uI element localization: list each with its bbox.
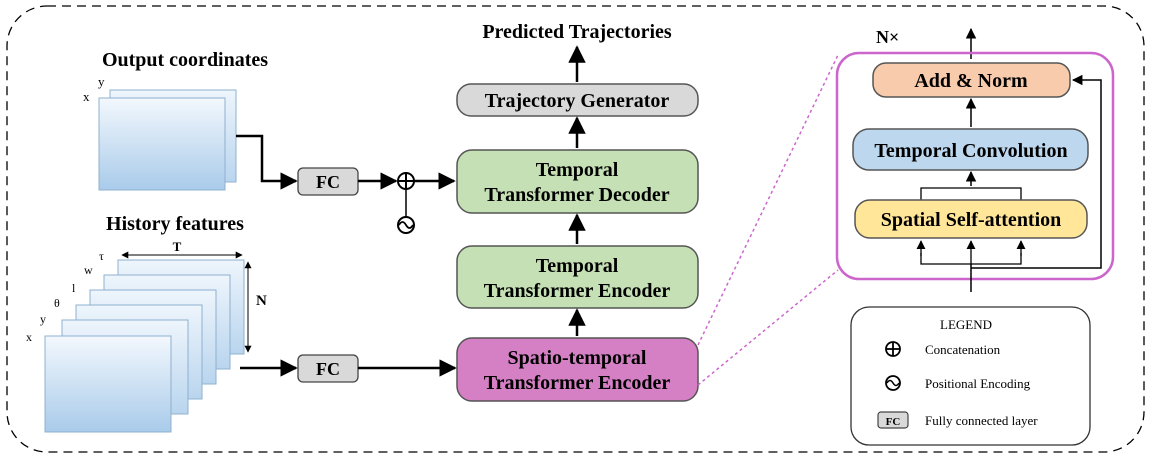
history-axis-y: y bbox=[40, 312, 46, 326]
fc-box-bottom-label: FC bbox=[316, 359, 340, 379]
zoom-line-bottom bbox=[697, 269, 839, 386]
temporal-convolution-block bbox=[852, 128, 1089, 171]
output-coordinates-title: Output coordinates bbox=[102, 49, 268, 71]
legend-box bbox=[850, 306, 1091, 446]
temporal-decoder-line2: Transformer Decoder bbox=[484, 184, 669, 206]
history-axis-theta: θ bbox=[54, 296, 60, 310]
legend-positional-encoding-label: Positional Encoding bbox=[925, 376, 1031, 391]
detail-frame bbox=[835, 51, 1115, 281]
history-panel-stack bbox=[44, 259, 245, 433]
zoom-line-top bbox=[697, 54, 839, 346]
temporal-encoder-line1: Temporal bbox=[536, 255, 619, 277]
output-axis-y: y bbox=[98, 74, 105, 89]
history-axis-tau: τ bbox=[99, 249, 104, 263]
spatial-self-attention-label: Spatial Self-attention bbox=[881, 209, 1062, 231]
history-axis-w: w bbox=[84, 263, 93, 277]
spatial-self-attention-block bbox=[854, 199, 1088, 239]
temporal-encoder-line2: Transformer Encoder bbox=[484, 280, 671, 302]
attn-merge-lines bbox=[920, 187, 1022, 200]
positional-encoding-wave bbox=[398, 221, 414, 229]
output-to-fc-arrow bbox=[236, 134, 298, 190]
legend-fc-icon bbox=[877, 411, 909, 429]
output-axis-x: x bbox=[83, 89, 90, 104]
output-panel-front bbox=[98, 97, 226, 191]
legend-title: LEGEND bbox=[940, 317, 992, 332]
fc-box-top-label: FC bbox=[316, 172, 340, 192]
legend-posenc-wave bbox=[886, 379, 900, 387]
add-norm-label: Add & Norm bbox=[914, 70, 1028, 92]
temporal-decoder-block bbox=[456, 149, 699, 214]
spatiotemporal-encoder-line1: Spatio-temporal bbox=[508, 347, 647, 369]
trajectory-generator-block bbox=[456, 83, 699, 117]
history-panel bbox=[44, 335, 172, 433]
n-times-label: N× bbox=[876, 27, 899, 47]
add-norm-block bbox=[872, 62, 1071, 98]
legend-fc-icon-label: FC bbox=[886, 416, 901, 428]
dimension-n-label: N bbox=[256, 293, 267, 309]
temporal-decoder-line1: Temporal bbox=[536, 159, 619, 181]
residual-connection bbox=[971, 74, 1102, 269]
history-axis-x: x bbox=[26, 330, 32, 344]
legend-concatenation-label: Concatenation bbox=[925, 342, 1001, 357]
trajectory-generator-label: Trajectory Generator bbox=[485, 90, 670, 112]
spatiotemporal-encoder-block bbox=[456, 337, 699, 402]
history-axis-l: l bbox=[72, 281, 76, 295]
legend-fully-connected-label: Fully connected layer bbox=[925, 413, 1038, 428]
spatiotemporal-encoder-line2: Transformer Encoder bbox=[484, 372, 671, 394]
history-features-title: History features bbox=[106, 213, 244, 235]
temporal-convolution-label: Temporal Convolution bbox=[874, 140, 1067, 162]
predicted-trajectories-title: Predicted Trajectories bbox=[482, 21, 672, 43]
outer-frame bbox=[6, 5, 1145, 453]
temporal-encoder-block bbox=[456, 245, 699, 309]
dimension-t-label: T bbox=[173, 239, 182, 254]
